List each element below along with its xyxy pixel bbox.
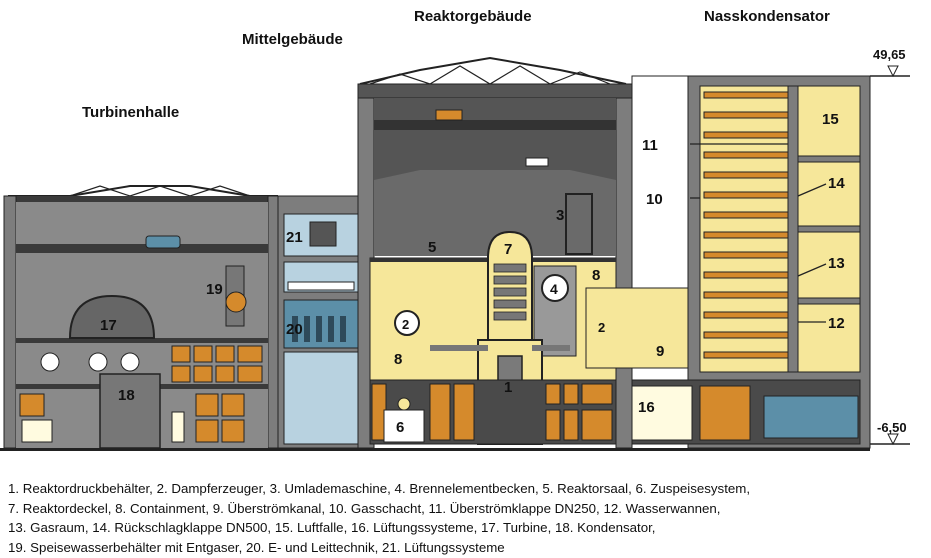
legend-line: 7. Reaktordeckel, 8. Containment, 9. Übe…: [8, 500, 721, 516]
label-12: 12: [828, 315, 845, 332]
label-10: 10: [646, 191, 663, 208]
label-7: 7: [504, 241, 512, 258]
label-14: 14: [828, 175, 845, 192]
legend-line: 19. Speisewasserbehälter mit Entgaser, 2…: [8, 539, 505, 555]
label-19: 19: [206, 281, 223, 298]
wet-condenser: [585, 75, 871, 449]
label-2a: 2: [402, 317, 409, 332]
header-turbine-hall: Turbinenhalle: [82, 104, 180, 121]
label-1: 1: [504, 379, 512, 396]
reactor-cross-section: 49,65 -6,50 1 2 2 3 4 5 6 7 8 8 9 10 11 …: [0, 47, 910, 451]
cross-section-drawing: 49,65 -6,50 1 2 2 3 4 5 6 7 8 8 9 10 11 …: [0, 47, 910, 451]
label-4: 4: [550, 281, 558, 297]
label-17: 17: [100, 317, 117, 334]
label-16: 16: [638, 399, 655, 416]
header-wet-condenser: Nasskondensator: [704, 8, 830, 25]
label-3: 3: [556, 207, 564, 224]
level-bottom-label: -6,50: [877, 420, 907, 435]
label-13: 13: [828, 255, 845, 272]
label-6: 6: [396, 419, 404, 436]
legend: 1. Reaktordruckbehälter, 2. Dampferzeuge…: [8, 479, 924, 557]
turbine-hall: [3, 185, 281, 449]
level-top-label: 49,65: [873, 47, 906, 62]
label-20: 20: [286, 321, 303, 338]
label-9: 9: [656, 343, 664, 360]
label-11: 11: [642, 137, 658, 154]
legend-line: 1. Reaktordruckbehälter, 2. Dampferzeuge…: [8, 481, 751, 496]
label-2b: 2: [598, 320, 605, 335]
header-reactor-building: Reaktorgebäude: [414, 8, 532, 25]
level-marker-top: [870, 65, 910, 78]
label-15: 15: [822, 111, 839, 128]
label-8b: 8: [592, 267, 600, 284]
ground-line: [0, 448, 870, 451]
label-5: 5: [428, 239, 436, 256]
label-8a: 8: [394, 351, 402, 368]
middle-building: [277, 195, 363, 449]
label-21: 21: [286, 229, 303, 246]
label-18: 18: [118, 387, 135, 404]
legend-line: 13. Gasraum, 14. Rückschlagklappe DN500,…: [8, 520, 656, 536]
reactor-building: [357, 56, 633, 449]
level-marker-bottom: [870, 433, 910, 446]
header-middle-building: Mittelgebäude: [242, 31, 343, 48]
